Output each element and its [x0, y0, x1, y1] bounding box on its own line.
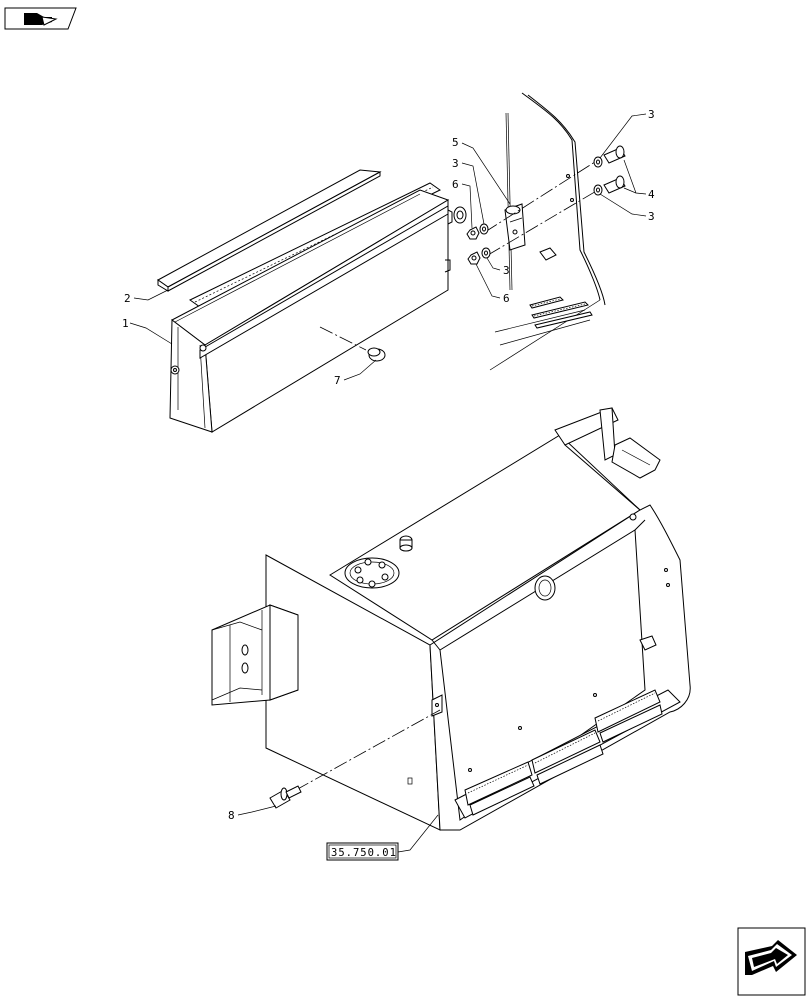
callout-3-left-upper: 3	[452, 157, 459, 170]
callout-numbers: 1 2 5 3 6 3 6 3 4 3 7 8	[122, 108, 655, 822]
book-navigation-icon[interactable]	[4, 7, 77, 30]
mounting-frame	[489, 92, 606, 371]
part-7-knob	[319, 326, 386, 362]
reference-label[interactable]: 35.750.01	[331, 847, 397, 859]
step-tank-assembly	[211, 407, 691, 831]
callout-6-left-upper: 6	[452, 178, 459, 191]
part-1-box	[169, 182, 467, 433]
callout-6-left-lower: 6	[503, 292, 510, 305]
callout-3-bottom-right: 3	[648, 210, 655, 223]
callout-8: 8	[228, 809, 235, 822]
callout-2: 2	[124, 292, 131, 305]
callout-3-top-right: 3	[648, 108, 655, 121]
fasteners-upper	[466, 145, 626, 265]
reference-box[interactable]: 35.750.01	[326, 842, 399, 861]
callout-3-left-lower: 3	[503, 264, 510, 277]
callout-7: 7	[334, 374, 341, 387]
next-page-arrow-icon[interactable]	[737, 927, 806, 996]
leader-lines	[129, 113, 647, 853]
callout-4: 4	[648, 188, 655, 201]
part-2-strip	[157, 169, 382, 292]
callout-5: 5	[452, 136, 459, 149]
part-8-bolt	[269, 709, 441, 809]
callout-1: 1	[122, 317, 129, 330]
